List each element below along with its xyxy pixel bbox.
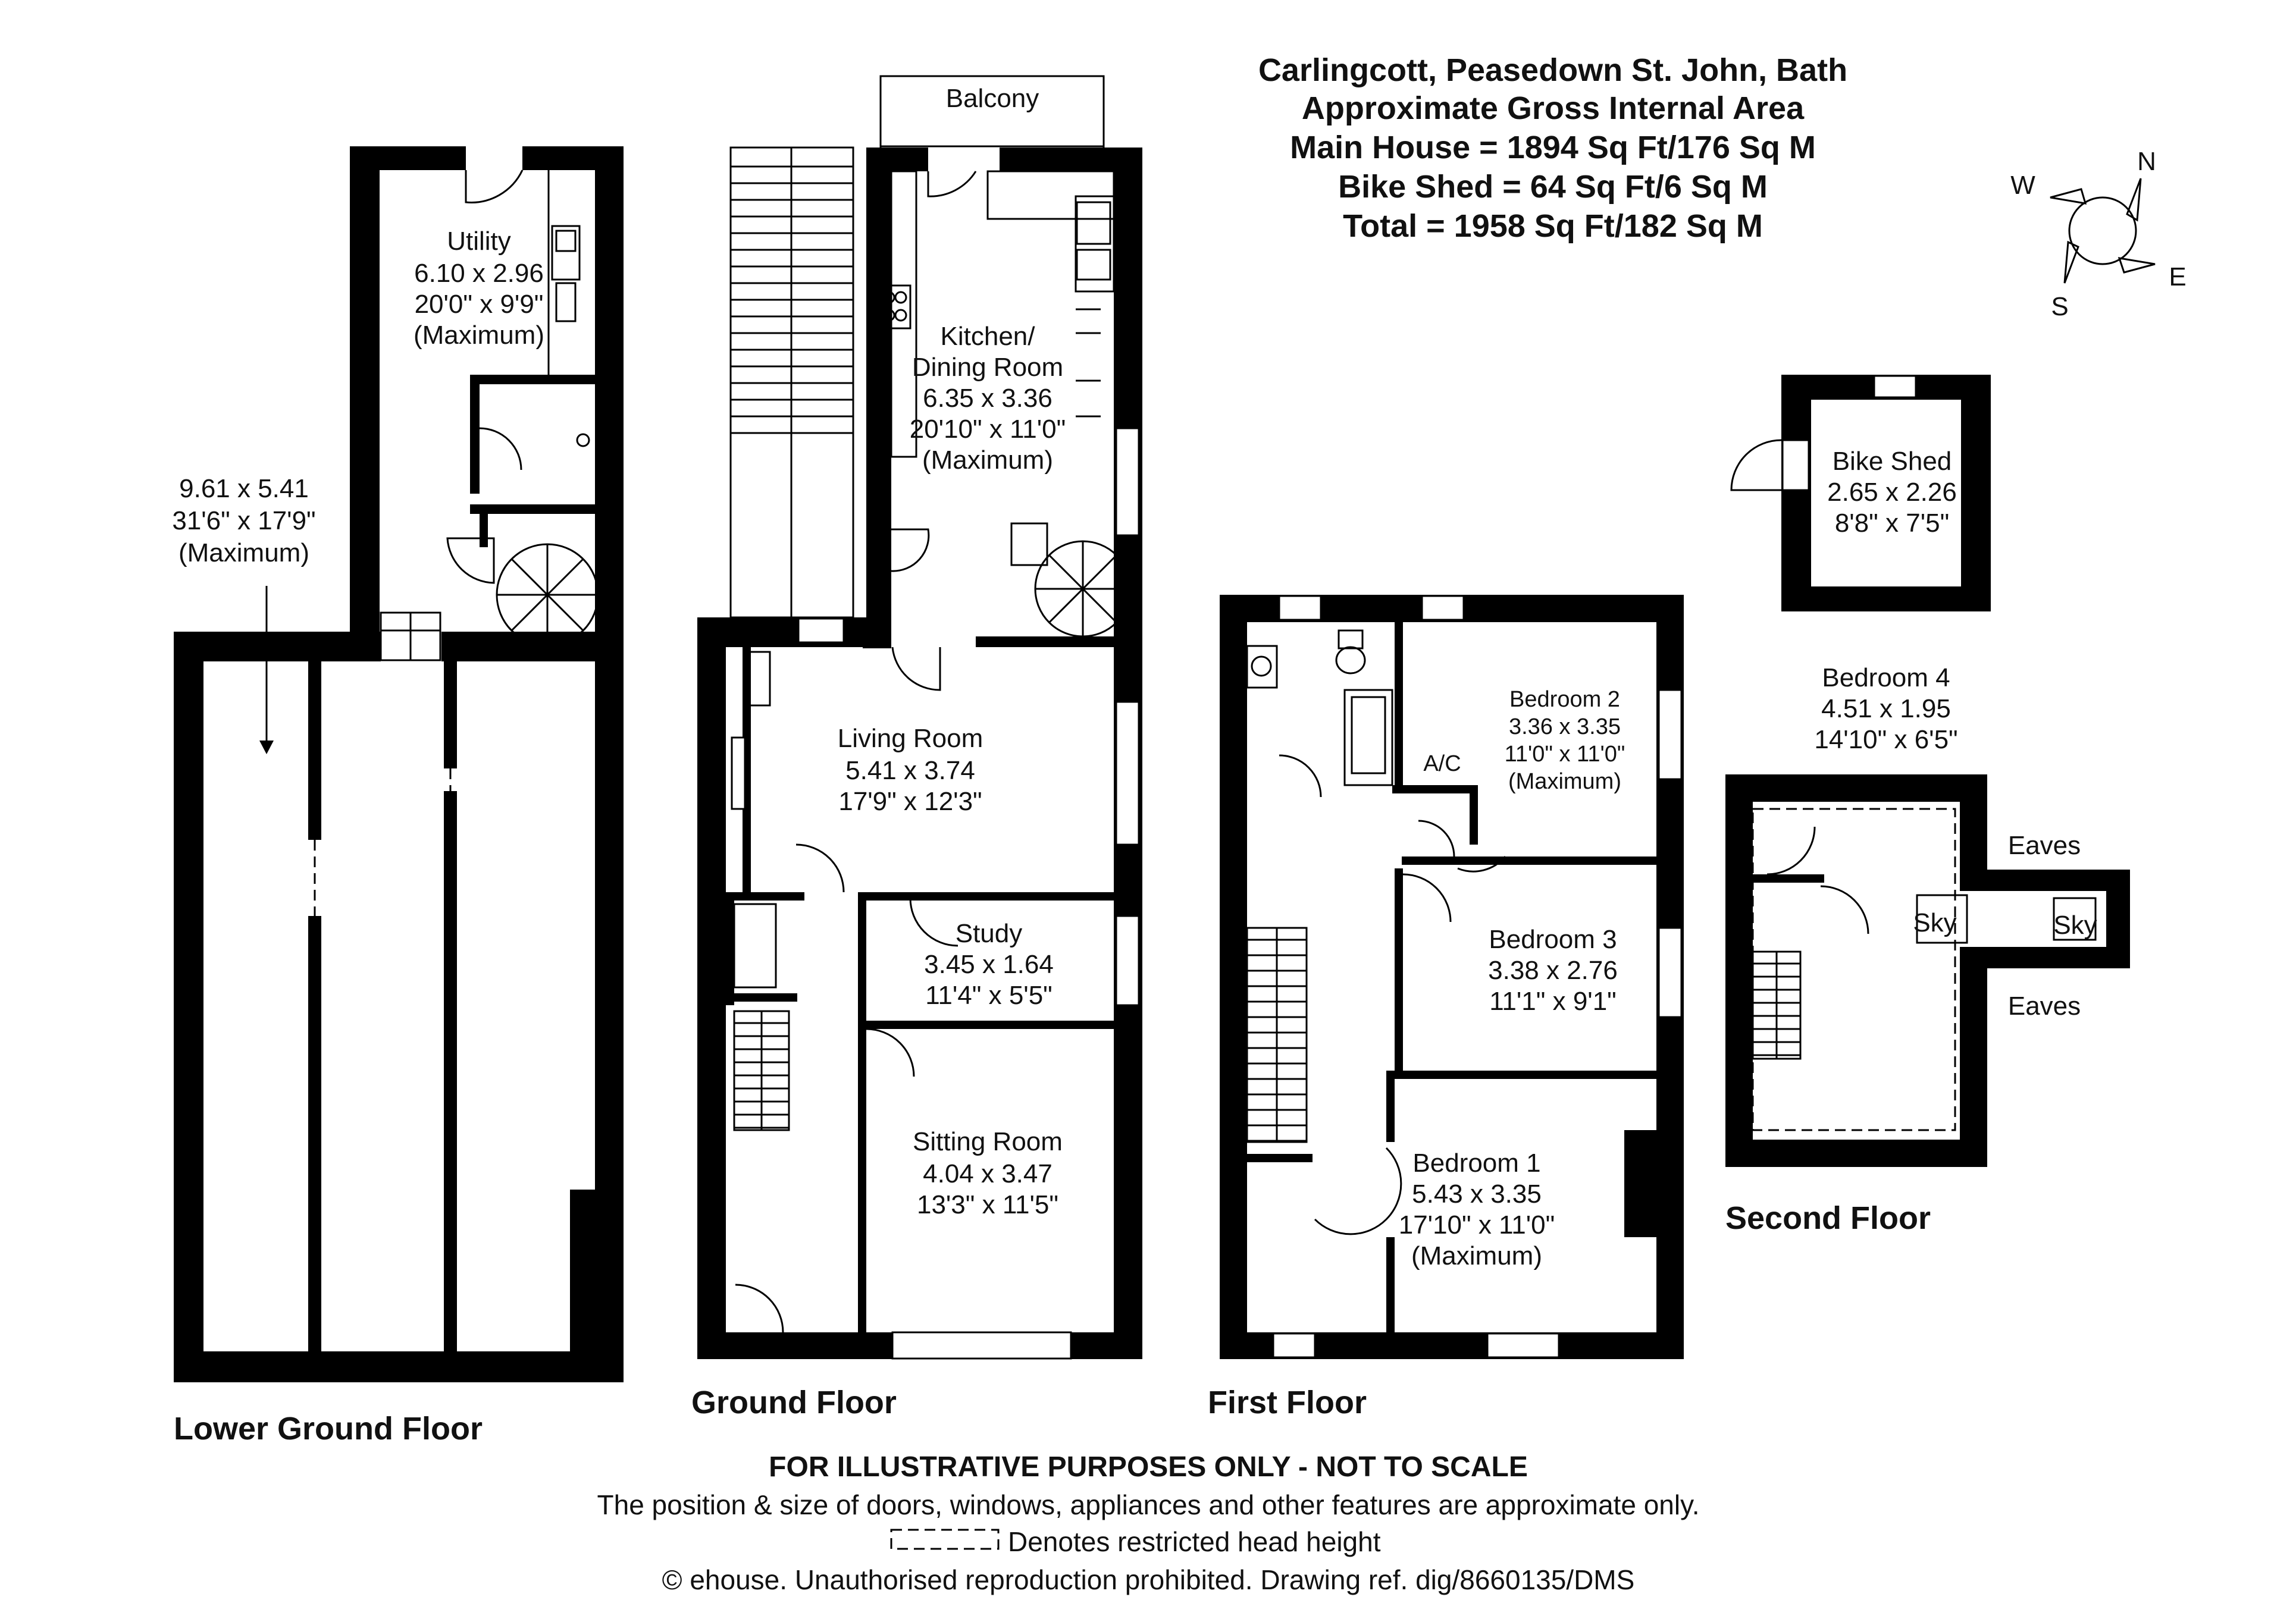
bed1-note: (Maximum) xyxy=(1411,1241,1542,1270)
kitchen-note: (Maximum) xyxy=(922,445,1053,475)
ground-floor xyxy=(697,75,1142,1360)
sitting-dim-ft: 13'3" x 11'5" xyxy=(917,1190,1058,1219)
bikeshed-dim-ft: 8'8" x 7'5" xyxy=(1835,509,1949,538)
sky-label-2: Sky xyxy=(2053,911,2097,940)
bed1-name: Bedroom 1 xyxy=(1412,1149,1540,1178)
legend-text: Denotes restricted head height xyxy=(1008,1526,1381,1557)
second-floor xyxy=(1725,774,2130,1167)
kitchen-name-2: Dining Room xyxy=(912,353,1063,382)
address-title: Carlingcott, Peasedown St. John, Bath xyxy=(1258,52,1847,88)
living-dim-m: 5.41 x 3.74 xyxy=(845,756,975,785)
kitchen-dim-m: 6.35 x 3.36 xyxy=(923,384,1053,413)
eaves-bottom: Eaves xyxy=(2008,992,2081,1021)
bed2-dim-m: 3.36 x 3.35 xyxy=(1509,714,1621,739)
bed2-name: Bedroom 2 xyxy=(1509,687,1620,712)
living-name: Living Room xyxy=(838,724,983,753)
total-area: Total = 1958 Sq Ft/182 Sq M xyxy=(1343,208,1763,244)
bikeshed-name: Bike Shed xyxy=(1833,447,1952,476)
ac-label: A/C xyxy=(1423,751,1461,776)
bikeshed-dim-m: 2.65 x 2.26 xyxy=(1827,478,1957,507)
lower-ground-floor-label: Lower Ground Floor xyxy=(174,1411,483,1447)
compass-icon xyxy=(2050,178,2156,284)
bike-shed-area: Bike Shed = 64 Sq Ft/6 Sq M xyxy=(1338,169,1768,205)
balcony-name: Balcony xyxy=(946,84,1039,113)
utility-note: (Maximum) xyxy=(414,321,544,350)
study-dim-m: 3.45 x 1.64 xyxy=(924,950,1054,979)
bike-shed xyxy=(1730,375,1991,611)
living-dim-ft: 17'9" x 12'3" xyxy=(838,787,982,816)
cellar-dim-ft: 31'6" x 17'9" xyxy=(172,506,315,535)
sitting-dim-m: 4.04 x 3.47 xyxy=(923,1159,1053,1188)
bed3-name: Bedroom 3 xyxy=(1489,925,1617,954)
utility-name: Utility xyxy=(447,227,511,256)
kitchen-dim-ft: 20'10" x 11'0" xyxy=(910,415,1066,444)
utility-dim-ft: 20'0" x 9'9" xyxy=(415,290,544,319)
bed1-dim-m: 5.43 x 3.35 xyxy=(1412,1179,1542,1209)
bed3-dim-m: 3.38 x 2.76 xyxy=(1488,956,1618,985)
study-dim-ft: 11'4" x 5'5" xyxy=(925,981,1053,1010)
approx-note: The position & size of doors, windows, a… xyxy=(597,1489,1700,1520)
kitchen-name-1: Kitchen/ xyxy=(941,322,1036,351)
area-title: Approximate Gross Internal Area xyxy=(1302,90,1805,126)
cellar-dim-m: 9.61 x 5.41 xyxy=(179,474,309,503)
sitting-name: Sitting Room xyxy=(913,1127,1063,1156)
restricted-head-height-legend-icon xyxy=(890,1529,1000,1550)
floor-labels: Lower Ground Floor Ground Floor First Fl… xyxy=(174,1200,1931,1447)
ground-floor-label: Ground Floor xyxy=(691,1385,897,1420)
bed3-dim-ft: 11'1" x 9'1" xyxy=(1489,987,1617,1016)
bed2-dim-ft: 11'0" x 11'0" xyxy=(1505,742,1625,767)
study-name: Study xyxy=(956,919,1023,948)
disclaimer: FOR ILLUSTRATIVE PURPOSES ONLY - NOT TO … xyxy=(769,1451,1528,1483)
bed4-dim-m: 4.51 x 1.95 xyxy=(1821,694,1951,723)
bed1-dim-ft: 17'10" x 11'0" xyxy=(1399,1210,1555,1240)
main-house-area: Main House = 1894 Sq Ft/176 Sq M xyxy=(1290,130,1816,165)
bed2-note: (Maximum) xyxy=(1508,769,1621,794)
compass-n: N xyxy=(2137,147,2156,176)
first-floor xyxy=(1220,595,1684,1359)
bed4-name: Bedroom 4 xyxy=(1822,663,1950,692)
second-floor-label: Second Floor xyxy=(1725,1200,1931,1236)
first-floor-label: First Floor xyxy=(1208,1385,1367,1420)
sky-label-1: Sky xyxy=(1913,908,1956,937)
copyright: © ehouse. Unauthorised reproduction proh… xyxy=(662,1564,1635,1595)
utility-dim-m: 6.10 x 2.96 xyxy=(414,259,544,288)
compass-e: E xyxy=(2169,262,2186,291)
cellar-note: (Maximum) xyxy=(178,538,309,567)
header-text: Carlingcott, Peasedown St. John, Bath Ap… xyxy=(1258,52,1847,244)
lower-ground-floor xyxy=(174,146,624,1382)
compass-labels: N E S W xyxy=(2010,147,2186,321)
compass-s: S xyxy=(2051,292,2068,321)
eaves-top: Eaves xyxy=(2008,831,2081,860)
compass-w: W xyxy=(2010,171,2035,200)
bed4-dim-ft: 14'10" x 6'5" xyxy=(1814,725,1957,754)
